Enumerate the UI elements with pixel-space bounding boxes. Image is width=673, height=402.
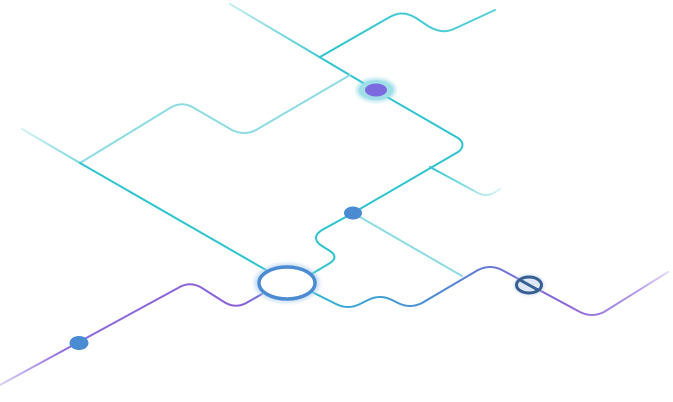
disabled-node: [514, 275, 544, 295]
track-top-left: [230, 4, 375, 90]
large-ring-node: [257, 266, 317, 300]
track-top-right-wave: [320, 10, 495, 57]
track-left-diagonal: [80, 163, 266, 270]
large-ring-stroke: [259, 267, 315, 299]
junction-node-center: [344, 207, 362, 220]
bottom-left-node: [70, 336, 89, 350]
track-center-zig: [305, 213, 353, 278]
track-purple-wave: [0, 284, 262, 385]
track-hub-right: [353, 90, 463, 213]
junction-node-dot: [344, 207, 362, 220]
top-hub-core: [365, 84, 387, 97]
bottom-left-node-dot: [70, 336, 89, 350]
track-lines: [0, 4, 668, 385]
track-right-stub: [430, 167, 500, 195]
track-light-wave: [80, 75, 350, 163]
top-hub-node: [356, 78, 396, 102]
track-left-entry: [22, 129, 80, 163]
track-blue-wave: [312, 267, 668, 315]
track-center-to-disabled: [353, 213, 462, 276]
